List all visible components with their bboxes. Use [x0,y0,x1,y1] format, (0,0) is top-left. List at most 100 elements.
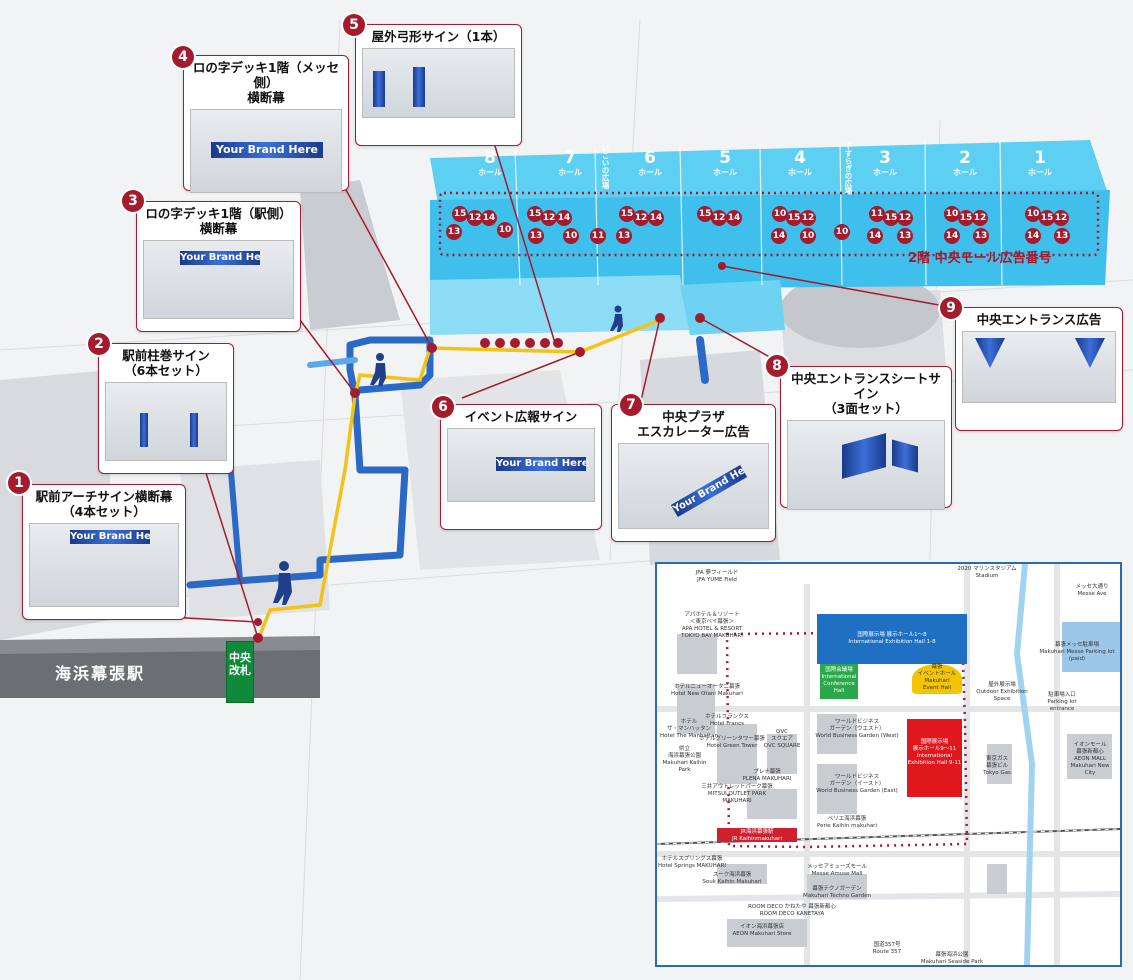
hall-word: ホール [638,168,662,177]
ad-number-marker[interactable]: 14 [771,228,787,244]
map-label: 国際会議場 International Conference Hall [821,667,857,694]
ad-number-marker[interactable]: 14 [867,228,883,244]
ad-number-marker[interactable]: 13 [616,228,632,244]
ad-number-marker[interactable]: 14 [726,210,742,226]
ad-number-marker[interactable]: 13 [446,224,462,240]
map-block [987,744,1012,784]
map-label: ホテル ザ・マンハッタン Hotel The Manhattan [660,719,718,739]
exhibition-halls-lower [680,280,785,335]
ad-number-marker[interactable]: 12 [1053,210,1069,226]
ad-number-marker[interactable]: 12 [972,210,988,226]
map-label: 東京ガス 幕張ビル Tokyo Gas [983,756,1011,776]
callout-escalator-ad[interactable]: 中央プラザ エスカレーター広告 Your Brand Here [611,404,776,542]
ad-number-marker[interactable]: 15 [619,206,635,222]
photo-event-info-sign: Your Brand Here [447,428,595,502]
brand-banner: Your Brand Here [180,251,260,265]
hall-word: ホール [1028,168,1052,177]
callout-arch-sign[interactable]: 駅前アーチサイン横断幕 （4本セット） Your Brand Here [22,484,186,620]
ad-number-marker[interactable]: 14 [1025,228,1041,244]
ad-number-marker[interactable]: 10 [944,206,960,222]
jr-station [717,828,797,842]
callout-deck-station-side[interactable]: ロの字デッキ1階（駅側） 横断幕 Your Brand Here [136,201,301,332]
ad-number-marker[interactable]: 15 [958,210,974,226]
badge-9: 9 [940,297,962,319]
brand-banner: Your Brand Here [496,457,586,471]
exhibition-hall-9-11 [907,719,962,797]
ad-number-marker[interactable]: 10 [772,206,788,222]
ad-number-marker[interactable]: 12 [711,210,727,226]
callout-entrance-sheet-sign[interactable]: 中央エントランスシートサイン （3面セット） [780,366,952,510]
hall-number: 3 [879,148,891,168]
photo-deck-station-side: Your Brand Here [143,240,294,319]
ad-number-marker[interactable]: 10 [800,228,816,244]
map-block [767,734,797,774]
ad-number-marker[interactable]: 12 [633,210,649,226]
map-label: 三井アウトレットパーク幕張 MITSUI OUTLET PARK MAKUHAR… [701,784,773,804]
ad-number-marker[interactable]: 13 [528,228,544,244]
ad-number-marker[interactable]: 11 [590,228,606,244]
hall-word: ホール [478,168,502,177]
badge-7: 7 [620,394,642,416]
ad-number-marker[interactable]: 13 [1054,228,1070,244]
ad-number-marker[interactable]: 12 [541,210,557,226]
map-label: 屋外展示場 Outdoor Exhibition Space [976,682,1028,702]
map-label: JR海浜幕張駅 JR Kaihinmakuhari [732,829,782,842]
badge-8: 8 [766,355,788,377]
map-label: イオン海浜幕張店 AEON Makuhari Store [732,924,792,937]
conference-hall [820,664,858,699]
callout-pillar-sign[interactable]: 駅前柱巻サイン （6本セット） [98,343,234,474]
exhibition-hall-1-8 [817,614,967,664]
callout-title: 中央エントランスシートサイン （3面セット） [791,371,941,416]
hall-number: 6 [644,148,656,168]
map-label: ホテルニューオータニ幕張 Hotel New Otani Makuhari [671,684,743,697]
ad-number-marker[interactable]: 10 [1025,206,1041,222]
ad-number-marker[interactable]: 10 [497,222,513,238]
ad-number-marker[interactable]: 12 [467,210,483,226]
ad-number-marker[interactable]: 15 [1039,210,1055,226]
central-gate-label: 中央 改札 [229,651,251,677]
map-block [807,874,867,899]
callout-outdoor-bow-sign[interactable]: 屋外弓形サイン（1本） [355,24,522,146]
hall-number: 5 [719,148,731,168]
corridor-label-yasuragi: やすらぎの広場 [844,142,853,195]
ad-number-marker[interactable]: 10 [563,228,579,244]
ad-number-marker[interactable]: 15 [697,206,713,222]
hall-word: ホール [873,168,897,177]
badge-1: 1 [8,472,30,494]
inset-area-map[interactable]: 2020 マリンスタジアム Stadium JFA 夢フィールド JFA YUM… [655,562,1122,967]
callout-deck-messe-side[interactable]: ロの字デッキ1階（メッセ側） 横断幕 Your Brand Here [183,55,349,193]
callout-title: 中央プラザ エスカレーター広告 [637,409,750,439]
callout-entrance-ad[interactable]: 中央エントランス広告 [955,307,1123,431]
badge-2: 2 [88,333,110,355]
photo-arch-sign: Your Brand Here [29,523,179,607]
map-label: ホテルフランクス Hotel Francs [705,714,749,727]
ad-number-marker[interactable]: 11 [869,206,885,222]
badge-5: 5 [343,14,365,36]
ad-number-marker[interactable]: 14 [481,210,497,226]
ad-number-marker[interactable]: 13 [897,228,913,244]
ad-number-marker[interactable]: 10 [834,224,850,240]
map-label: 国際展示場 展示ホール9〜11 International Exhibition… [907,739,962,766]
ad-number-marker[interactable]: 15 [527,206,543,222]
ad-number-marker[interactable]: 12 [897,210,913,226]
hall-number: 7 [564,148,576,168]
central-entrance-dome [780,272,940,348]
hall-number: 4 [794,148,806,168]
callout-title: 中央エントランス広告 [976,312,1102,327]
hall-word: ホール [713,168,737,177]
callout-title: 駅前アーチサイン横断幕 （4本セット） [35,489,173,519]
ad-number-marker[interactable]: 14 [556,210,572,226]
ad-number-marker[interactable]: 14 [648,210,664,226]
callout-event-info-sign[interactable]: イベント広報サイン Your Brand Here [440,404,602,530]
ad-number-marker[interactable]: 15 [452,206,468,222]
photo-escalator-ad: Your Brand Here [618,443,769,529]
ad-number-marker[interactable]: 14 [944,228,960,244]
ad-number-marker[interactable]: 13 [973,228,989,244]
ad-number-marker[interactable]: 12 [800,210,816,226]
ad-number-marker[interactable]: 15 [883,210,899,226]
ad-number-marker[interactable]: 15 [786,210,802,226]
brand-banner: Your Brand Here [211,142,323,158]
